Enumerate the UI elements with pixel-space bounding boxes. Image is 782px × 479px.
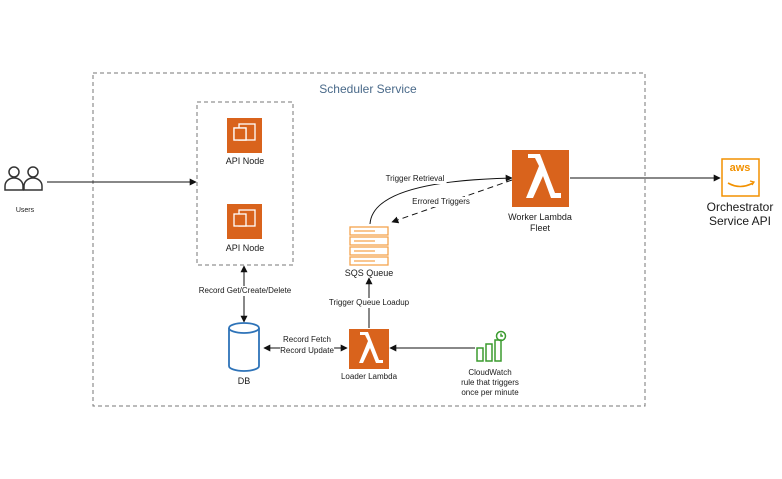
edge-label-errored-triggers: Errored Triggers [410,197,472,207]
api-node-2-label: API Node [225,243,265,253]
edge-label-record-fetch: Record Fetch [282,335,332,345]
cloudwatch-label-line1: CloudWatch [468,368,512,377]
api-node-1-label: API Node [225,156,265,166]
orchestrator-label-line2: Service API [708,214,772,228]
api-node-1-icon [227,118,262,153]
database-icon [228,322,260,372]
cloudwatch-label-line3: once per minute [461,388,519,397]
users-label: Users [15,207,35,214]
worker-lambda-label-line2: Fleet [529,223,551,233]
edge-trigger-retrieval [369,174,513,225]
cloudwatch-label-line2: rule that triggers [461,378,519,387]
loader-lambda-label: Loader Lambda [340,372,398,381]
api-node-2-icon [227,204,262,239]
worker-lambda-label-line1: Worker Lambda [508,212,572,222]
orchestrator-label-line1: Orchestrator [706,200,774,214]
edge-label-record-gcd: Record Get/Create/Delete [197,286,293,296]
aws-icon [721,158,760,197]
aws-badge-text: aws [729,162,751,174]
edge-label-trigger-queue-loadup: Trigger Queue Loadup [326,298,412,308]
users-icon [4,166,43,191]
scheduler-service-boundary [92,72,646,407]
sqs-label: SQS Queue [344,268,394,278]
sqs-queue-icon [349,226,389,266]
edge-label-trigger-retrieval: Trigger Retrieval [383,174,447,184]
scheduler-service-title: Scheduler Service [319,82,417,96]
edge-label-record-update: Record Update [280,346,334,356]
db-label: DB [237,376,251,386]
cloudwatch-icon [476,330,507,362]
loader-lambda-icon [349,329,389,369]
api-node-group [196,101,294,266]
worker-lambda-icon [512,150,569,207]
